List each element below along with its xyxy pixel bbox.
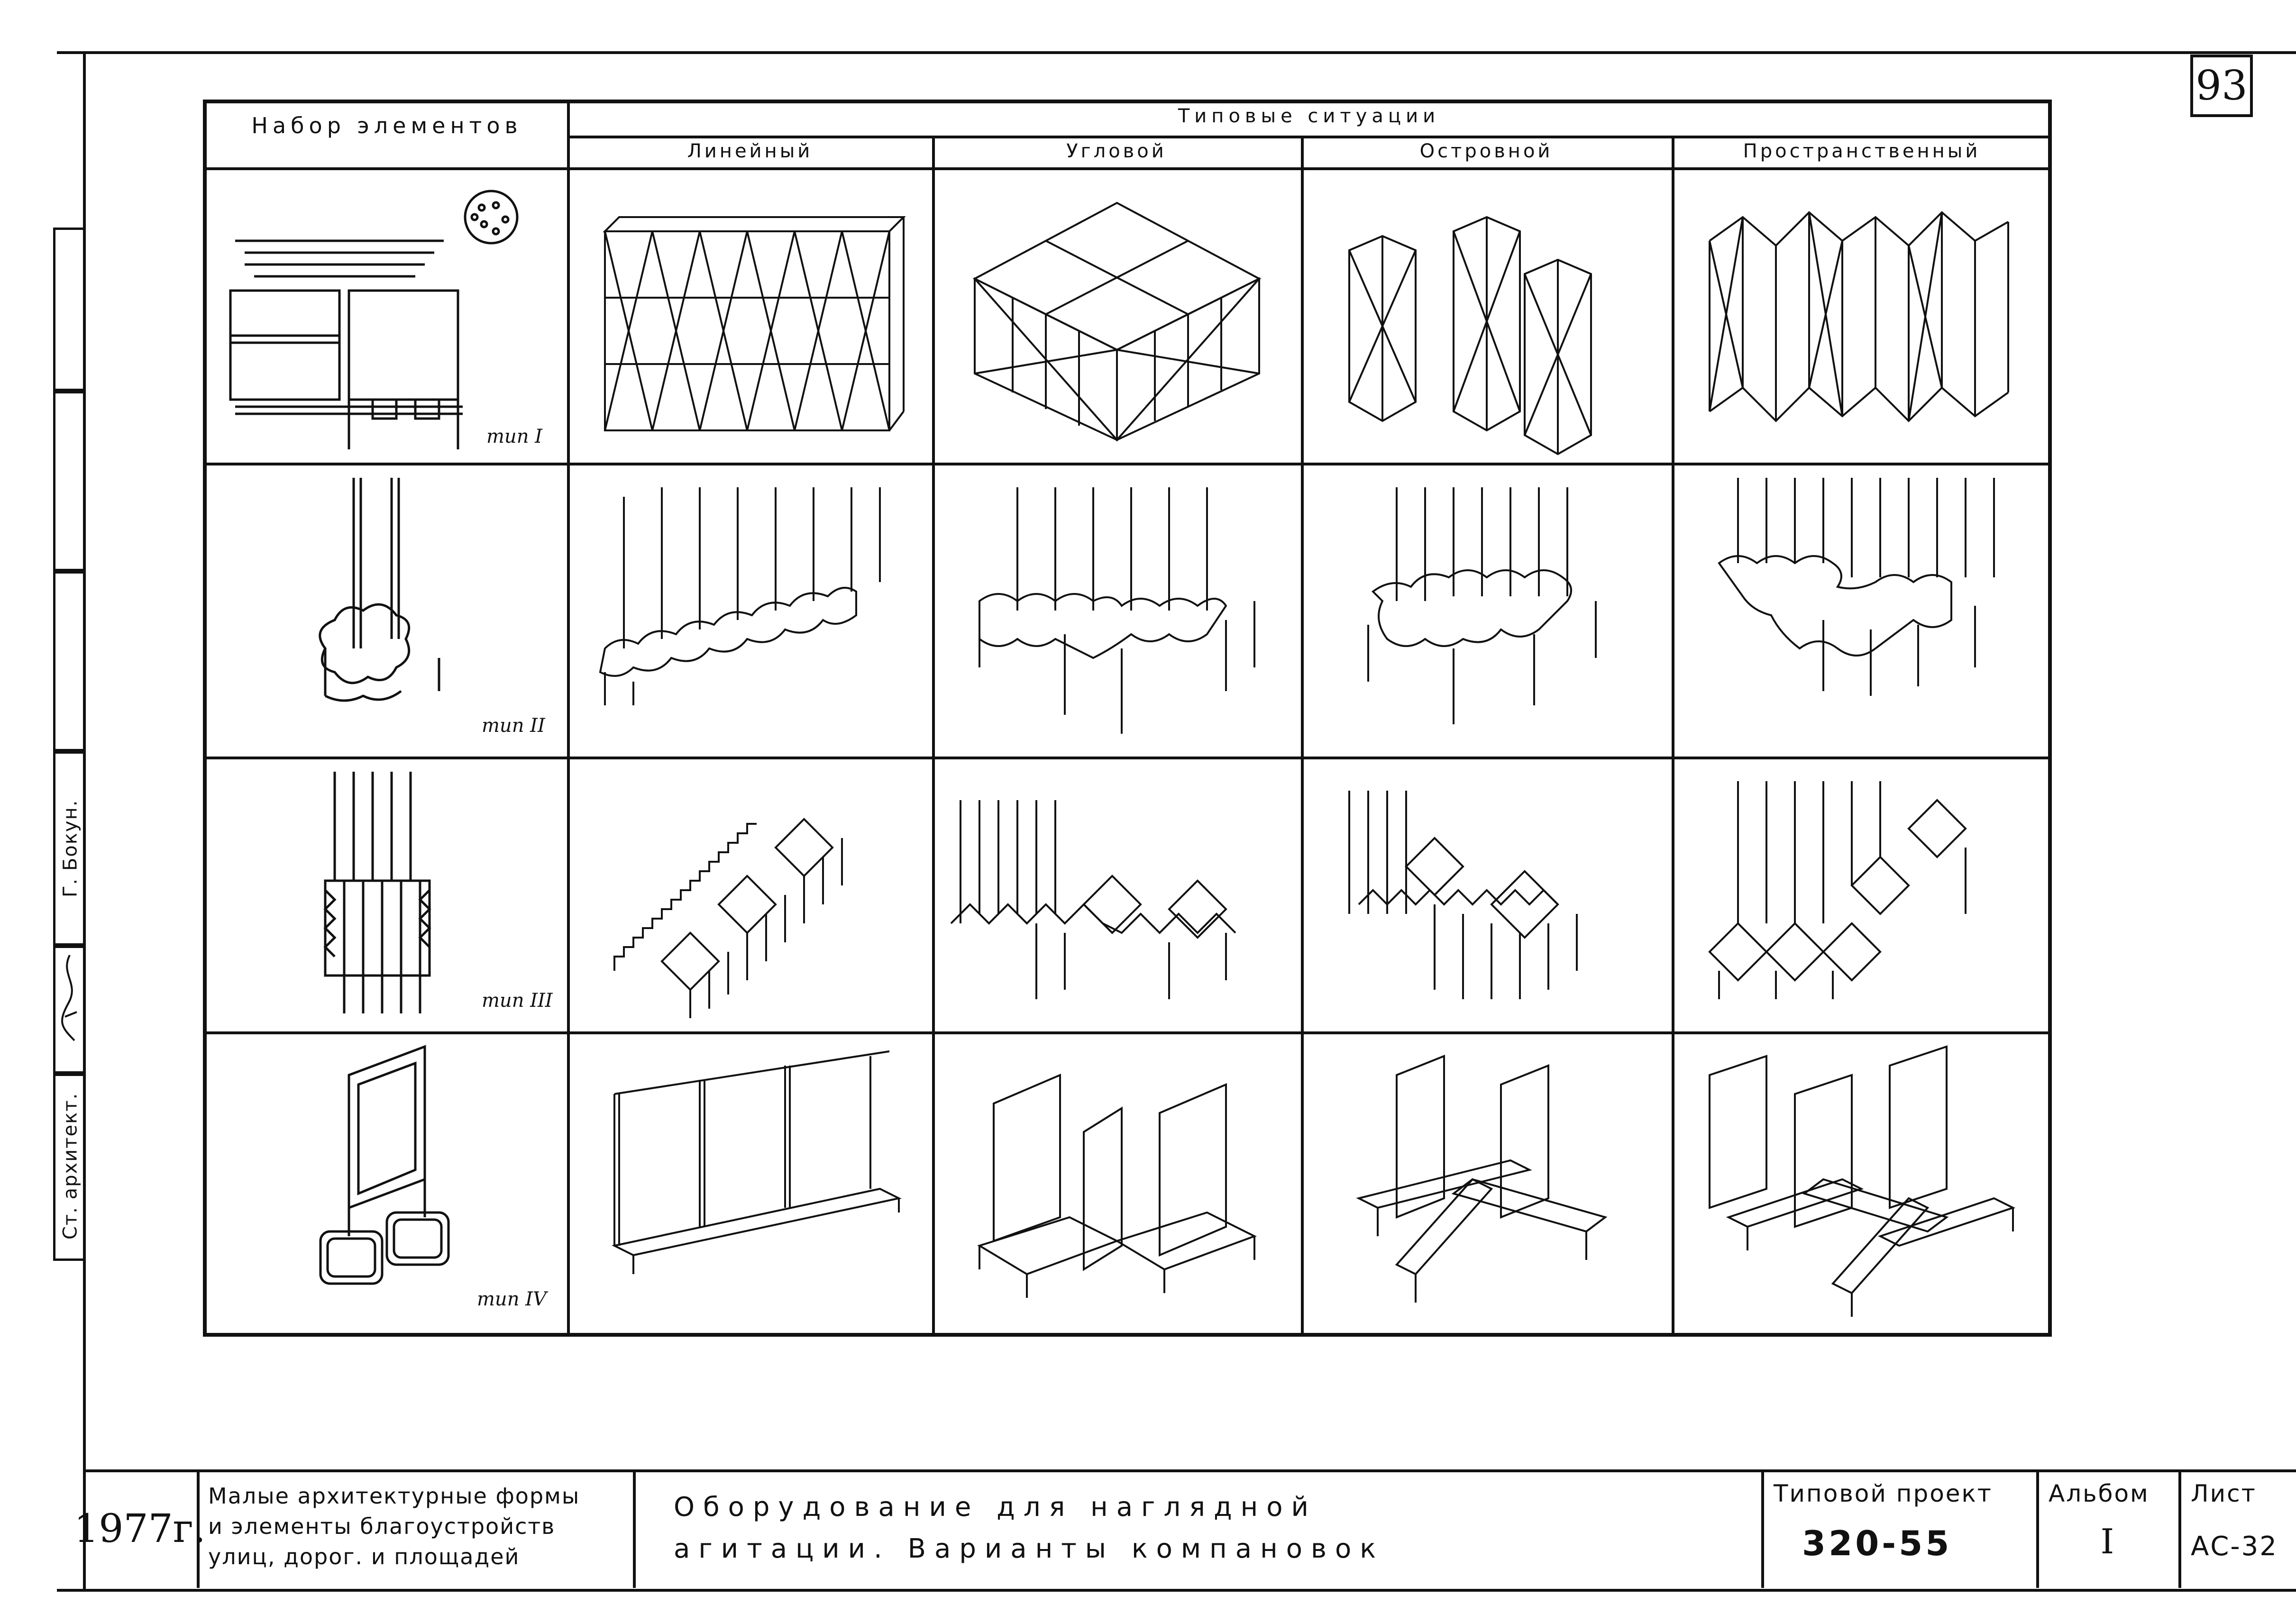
type-1-linear-drawing <box>603 216 906 431</box>
type-2-label: тип II <box>482 715 545 737</box>
col-header-island: Островной <box>1419 140 1553 162</box>
page-number: 93 <box>2190 55 2253 117</box>
type-2-island-drawing <box>1367 487 1597 724</box>
year: 1977г. <box>74 1506 206 1551</box>
row-divider-0 <box>207 167 2052 170</box>
element-set-type-2-drawing <box>319 478 440 702</box>
type-2-linear <box>576 468 923 753</box>
sheet-box: Лист АС-32 <box>2178 1469 2296 1588</box>
type-4-linear-drawing <box>612 1050 902 1274</box>
series-line-2: и элементы благоустройств <box>208 1514 556 1539</box>
col-header-elements: Набор элементов <box>251 113 522 138</box>
type-4-spatial <box>1681 1037 2041 1331</box>
sheet-title-box: Оборудование для наглядной агитации. Вар… <box>633 1469 1761 1588</box>
element-set-type-2 <box>216 468 558 753</box>
element-set-type-1 <box>216 174 558 459</box>
series-box: Малые архитектурные формы и элементы бла… <box>197 1469 633 1588</box>
row-divider-3 <box>207 1031 2052 1034</box>
title-block-border <box>83 1469 2296 1472</box>
type-3-spatial-drawing <box>1708 781 1967 999</box>
type-2-corner-drawing <box>979 487 1255 734</box>
year-box: 1977г. <box>74 1469 206 1588</box>
type-1-spatial <box>1681 174 2041 459</box>
element-set-type-3-drawing <box>323 772 431 1013</box>
type-2-spatial-drawing <box>1718 478 1995 696</box>
type-2-island <box>1311 468 1662 753</box>
col-header-linear: Линейный <box>687 140 813 162</box>
type-2-corner <box>942 468 1292 753</box>
type-1-linear <box>576 174 923 459</box>
side-stamp-role-box: Ст. архитект. <box>53 1071 85 1261</box>
sheet-number: АС-32 <box>2191 1531 2278 1562</box>
header-divider <box>567 136 2052 138</box>
type-4-island <box>1311 1037 1662 1331</box>
project-number: 320-55 <box>1802 1523 1952 1563</box>
side-stamp-name-box: Г. Бокун. <box>53 749 85 948</box>
group-header-situations: Типовые ситуации <box>1178 105 1440 127</box>
type-4-spatial-drawing <box>1709 1045 2016 1317</box>
project-box: Типовой проект 320-55 <box>1761 1469 2036 1588</box>
type-2-spatial <box>1681 468 2041 753</box>
sheet-title-line-2: агитации. Варианты компановок <box>674 1533 1385 1564</box>
type-4-corner <box>942 1037 1292 1331</box>
sheet-border-left <box>83 51 86 1592</box>
side-stamp-box-2 <box>53 389 85 574</box>
col-header-spatial: Пространственный <box>1743 140 1981 162</box>
project-label: Типовой проект <box>1774 1480 1993 1507</box>
col-header-corner: Угловой <box>1066 140 1167 162</box>
album-number: I <box>2100 1522 2117 1561</box>
type-3-linear-drawing <box>613 818 843 1018</box>
type-1-island-drawing <box>1348 216 1592 456</box>
sheet-border-bottom <box>57 1589 2296 1592</box>
side-stamp-name: Г. Бокун. <box>59 799 82 898</box>
col-divider-3 <box>1301 136 1304 1336</box>
type-3-island <box>1311 762 1662 1028</box>
row-divider-1 <box>207 463 2052 465</box>
row-divider-2 <box>207 757 2052 759</box>
layout-table: Набор элементов Типовые ситуации Линейны… <box>203 100 2052 1337</box>
type-3-corner-drawing <box>950 800 1236 999</box>
col-divider-2 <box>932 136 935 1336</box>
type-4-corner-drawing <box>977 1073 1257 1298</box>
col-divider-1 <box>567 103 570 1336</box>
type-3-linear <box>576 762 923 1028</box>
title-block: 1977г. Малые архитектурные формы и элеме… <box>74 1469 2296 1588</box>
type-4-linear <box>576 1037 923 1331</box>
album-label: Альбом <box>2049 1480 2150 1507</box>
type-1-label: тип I <box>486 426 542 447</box>
album-box: Альбом I <box>2036 1469 2178 1588</box>
side-stamp-box-1 <box>53 228 85 393</box>
col-divider-4 <box>1672 136 1674 1336</box>
type-1-island <box>1311 174 1662 459</box>
side-stamp-role: Ст. архитект. <box>59 1092 82 1240</box>
type-4-label: тип IV <box>477 1288 547 1310</box>
element-set-type-3 <box>216 762 558 1028</box>
series-line-1: Малые архитектурные формы <box>208 1483 580 1509</box>
type-2-linear-drawing <box>599 487 881 705</box>
type-1-corner-drawing <box>972 201 1262 442</box>
series-line-3: улиц, дорог. и площадей <box>208 1544 520 1569</box>
type-4-island-drawing <box>1356 1055 1608 1303</box>
element-set-type-1-drawing <box>229 190 519 449</box>
element-set-type-4 <box>216 1037 558 1331</box>
type-3-island-drawing <box>1348 791 1578 999</box>
type-3-label: тип III <box>482 990 553 1012</box>
sheet-title-line-1: Оборудование для наглядной <box>674 1492 1317 1523</box>
type-3-spatial <box>1681 762 2041 1028</box>
type-1-spatial-drawing <box>1709 211 2009 422</box>
element-set-type-4-drawing <box>319 1045 450 1285</box>
type-3-corner <box>942 762 1292 1028</box>
side-stamp-box-3 <box>53 569 85 754</box>
side-stamp-signature-box <box>53 943 85 1076</box>
sheet-border-top <box>57 51 2296 54</box>
type-1-corner <box>942 174 1292 459</box>
signature-mark <box>61 955 77 1041</box>
sheet-label: Лист <box>2191 1480 2257 1507</box>
